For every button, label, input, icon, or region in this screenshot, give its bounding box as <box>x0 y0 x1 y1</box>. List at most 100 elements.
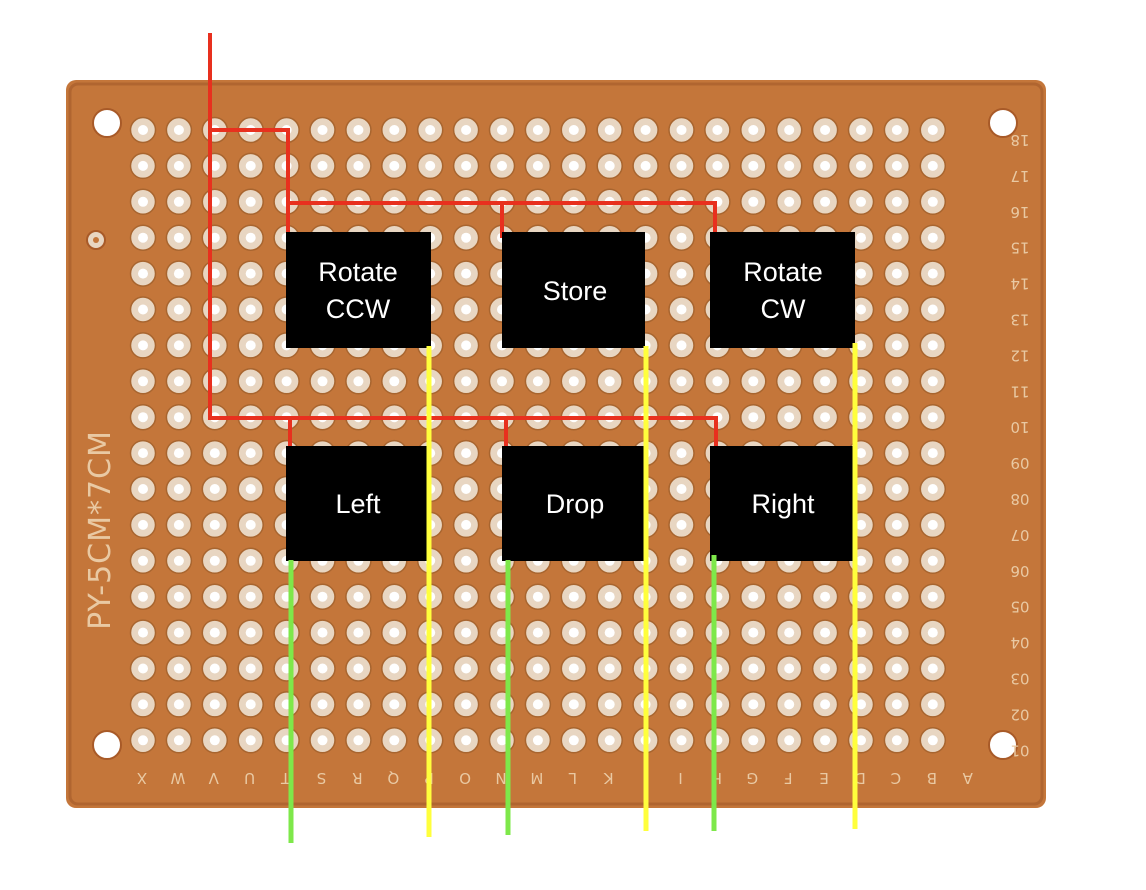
drill-hole <box>353 160 364 171</box>
drill-hole <box>532 591 543 602</box>
drill-hole <box>856 699 866 710</box>
row-label: 07 <box>1010 526 1029 544</box>
mounting-hole-icon <box>988 730 1018 760</box>
column-label: C <box>891 769 901 787</box>
drill-hole <box>927 699 938 710</box>
drill-hole <box>245 627 256 638</box>
drill-hole <box>784 627 795 638</box>
drill-hole <box>389 125 400 135</box>
drill-hole <box>712 376 723 387</box>
drill-hole <box>748 412 759 423</box>
drill-hole <box>784 196 795 207</box>
drill-hole <box>425 160 436 171</box>
drill-hole <box>820 196 831 207</box>
drill-hole <box>784 591 795 602</box>
drill-hole <box>927 735 938 746</box>
drill-hole <box>568 160 579 171</box>
drill-hole <box>209 376 220 387</box>
drill-hole <box>856 196 866 207</box>
drill-hole <box>748 376 759 387</box>
drill-hole <box>209 735 220 746</box>
drill-hole <box>173 699 184 710</box>
drill-hole <box>389 591 400 602</box>
drill-hole <box>138 268 148 279</box>
drill-hole <box>820 735 831 746</box>
row-label: 06 <box>1010 562 1029 580</box>
drill-hole <box>532 735 543 746</box>
drill-hole <box>820 125 831 135</box>
drill-hole <box>856 627 866 638</box>
drill-hole <box>532 699 543 710</box>
drill-hole <box>927 519 938 530</box>
drill-hole <box>820 160 831 171</box>
drill-hole <box>712 125 723 135</box>
column-label: D <box>854 769 866 787</box>
button-rotate-cw-line-1: Rotate <box>743 257 823 287</box>
drill-hole <box>891 699 902 710</box>
column-label: F <box>784 769 793 787</box>
drill-hole <box>927 196 938 207</box>
drill-hole <box>891 232 902 243</box>
drill-hole <box>173 196 184 207</box>
drill-hole <box>748 735 759 746</box>
drill-hole <box>927 232 938 243</box>
column-label: U <box>244 769 255 787</box>
drill-hole <box>138 232 148 243</box>
drill-hole <box>209 484 220 494</box>
drill-hole <box>317 627 328 638</box>
drill-hole <box>532 125 543 135</box>
drill-hole <box>317 376 328 387</box>
drill-hole <box>820 699 831 710</box>
column-label: G <box>746 769 758 787</box>
drill-hole <box>138 160 148 171</box>
drill-hole <box>461 591 472 602</box>
drill-hole <box>245 376 256 387</box>
drill-hole <box>604 699 615 710</box>
fiducial-center-icon <box>93 237 99 243</box>
drill-hole <box>138 519 148 530</box>
drill-hole <box>173 519 184 530</box>
drill-hole <box>927 627 938 638</box>
row-label: 15 <box>1010 239 1029 257</box>
button-rotate-ccw: Rotate CCW <box>286 232 431 348</box>
drill-hole <box>856 591 866 602</box>
drill-hole <box>927 591 938 602</box>
column-label: N <box>495 769 506 787</box>
button-left-label: Left <box>335 489 381 519</box>
drill-hole <box>209 627 220 638</box>
drill-hole <box>281 376 292 387</box>
drill-hole <box>712 160 723 171</box>
drill-hole <box>425 125 436 135</box>
drill-hole <box>353 663 364 674</box>
column-label: A <box>962 769 973 787</box>
drill-hole <box>138 484 148 494</box>
drill-hole <box>676 448 687 459</box>
drill-hole <box>209 699 220 710</box>
drill-hole <box>784 376 795 387</box>
button-right: Right <box>710 446 855 561</box>
drill-hole <box>461 304 472 315</box>
drill-hole <box>317 663 328 674</box>
drill-hole <box>891 196 902 207</box>
button-rotate-ccw-line-2: CCW <box>326 294 391 324</box>
drill-hole <box>927 376 938 387</box>
drill-hole <box>497 591 507 602</box>
drill-hole <box>497 125 507 135</box>
drill-hole <box>676 627 687 638</box>
drill-hole <box>927 412 938 423</box>
drill-hole <box>209 268 220 279</box>
column-label: B <box>927 769 937 787</box>
drill-hole <box>927 663 938 674</box>
drill-hole <box>891 125 902 135</box>
drill-hole <box>784 160 795 171</box>
drill-hole <box>173 376 184 387</box>
row-label: 17 <box>1010 167 1029 185</box>
drill-hole <box>676 484 687 494</box>
drill-hole <box>245 519 256 530</box>
row-label: 02 <box>1010 705 1029 723</box>
drill-hole <box>461 519 472 530</box>
drill-hole <box>532 376 543 387</box>
drill-hole <box>245 699 256 710</box>
